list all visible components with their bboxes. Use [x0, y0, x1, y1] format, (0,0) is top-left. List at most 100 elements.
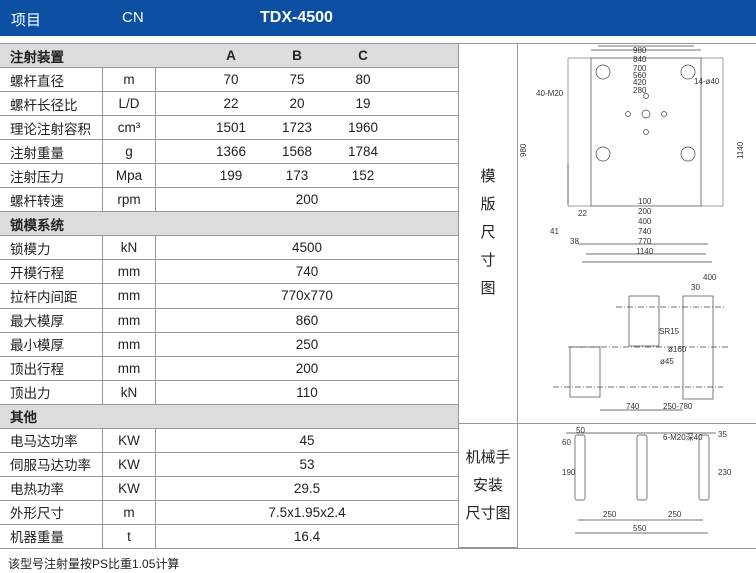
param-value: 53	[299, 456, 315, 472]
param-value: 250	[295, 336, 319, 352]
param-value: 770x770	[281, 288, 333, 304]
dim-label: 100	[638, 197, 652, 206]
param-value: 75	[289, 72, 305, 88]
dim-label: 200	[638, 207, 652, 216]
model-title: TDX-4500	[260, 9, 333, 26]
param-name: 螺杆转速	[0, 188, 103, 212]
param-unit: Mpa	[103, 164, 156, 188]
param-value: 199	[219, 168, 243, 184]
dim-label: 400	[638, 217, 652, 226]
dim-label: 30	[691, 283, 700, 292]
param-value: 20	[289, 96, 305, 112]
param-unit: kN	[103, 236, 156, 260]
label-char: 图	[480, 280, 496, 297]
param-name: 顶出行程	[0, 356, 103, 380]
param-name: 螺杆直径	[0, 68, 103, 92]
param-value: 1784	[347, 144, 379, 160]
param-name: 注射重量	[0, 140, 103, 164]
dim-label: 740	[638, 227, 652, 236]
dim-label: 250	[603, 510, 617, 519]
dim-label: 840	[633, 55, 647, 64]
label-char: 模	[480, 168, 496, 185]
param-unit	[103, 212, 156, 235]
param-unit	[103, 405, 156, 428]
dim-label: 280	[633, 86, 647, 95]
dim-label: 230	[718, 468, 732, 477]
dim-label: 38	[570, 237, 579, 246]
param-value: 29.5	[293, 480, 321, 496]
param-value: 1723	[281, 120, 313, 136]
dim-label: ø45	[660, 357, 674, 366]
dim-label: 420	[633, 78, 647, 87]
table-header: 项目 CN TDX-4500	[0, 0, 756, 36]
param-value: 45	[299, 432, 315, 448]
param-value: 16.4	[293, 528, 321, 544]
param-name: 顶出力	[0, 380, 103, 404]
dim-label: 250-780	[663, 402, 693, 411]
param-unit: mm	[103, 260, 156, 284]
param-unit	[103, 44, 156, 67]
param-value: 1960	[347, 120, 379, 136]
dim-label: 60	[562, 438, 571, 447]
dim-label: ø160	[668, 345, 687, 354]
dim-label: 50	[576, 426, 585, 435]
param-name: 注射装置	[10, 49, 64, 65]
param-value: 4500	[291, 240, 323, 256]
param-value: 19	[355, 96, 371, 112]
dim-label: SR15	[659, 327, 680, 336]
param-value: A	[226, 48, 236, 64]
param-name: 伺服马达功率	[0, 452, 103, 476]
param-unit: g	[103, 140, 156, 164]
param-name: 最大模厚	[0, 308, 103, 332]
param-name: 拉杆内间距	[0, 284, 103, 308]
param-value: 200	[295, 192, 319, 208]
label-line: 安装	[472, 476, 503, 494]
dim-label: 400	[703, 273, 717, 282]
dim-label: 1140	[736, 141, 745, 159]
param-name: 开模行程	[0, 260, 103, 284]
dim-label: 550	[633, 524, 647, 533]
param-unit: KW	[103, 476, 156, 500]
header-cn: CN	[122, 9, 144, 26]
dim-label: 35	[718, 430, 727, 439]
dim-label: 560	[633, 71, 647, 80]
param-unit: kN	[103, 380, 156, 404]
param-name: 外形尺寸	[0, 500, 103, 524]
param-unit: KW	[103, 452, 156, 476]
param-value: C	[358, 48, 368, 64]
param-name: 其他	[10, 410, 37, 426]
dim-label: 770	[638, 237, 652, 246]
param-unit: mm	[103, 356, 156, 380]
robot-drawing: 50 60 190 230 35 6-M20深40 250 250 550	[562, 426, 732, 534]
param-unit: KW	[103, 428, 156, 452]
label-line: 机械手	[465, 448, 511, 466]
side-drawing: 400 30 SR15 ø160 ø45 740 250-780	[553, 273, 728, 411]
param-unit: cm³	[103, 116, 156, 140]
tie-bar-label: 14-ø40	[694, 77, 720, 86]
param-unit: mm	[103, 308, 156, 332]
param-unit: mm	[103, 284, 156, 308]
label-char: 寸	[480, 252, 496, 269]
param-name: 锁模力	[0, 236, 103, 260]
param-value: 860	[295, 312, 319, 328]
dim-label: 740	[626, 402, 640, 411]
param-name: 机器重量	[0, 524, 103, 548]
label-char: 版	[480, 196, 496, 213]
dim-label: 250	[668, 510, 682, 519]
param-value: 110	[296, 384, 318, 400]
label-char: 尺	[480, 224, 496, 241]
param-value: 22	[223, 96, 239, 112]
param-value: 7.5x1.95x2.4	[268, 504, 346, 520]
param-name: 螺杆长径比	[0, 92, 103, 116]
